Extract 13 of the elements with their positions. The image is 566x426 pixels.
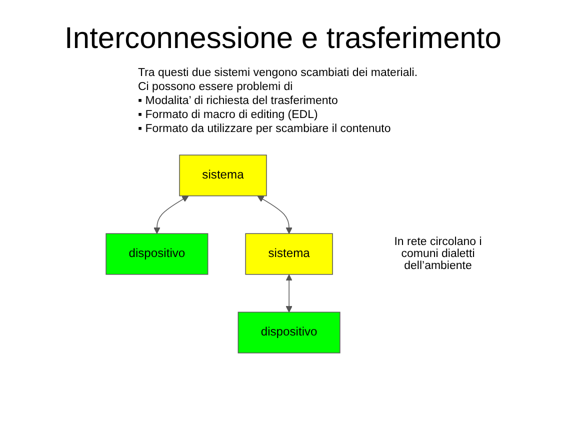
slide-title: Interconnessione e trasferimento [64,22,502,56]
arrow [286,274,292,312]
bullet-item: ▪ Modalita’ di richiesta del trasferimento [138,94,339,108]
node-box: dispositivo [106,232,208,274]
node-box: dispositivo [238,311,340,353]
note-text: In rete circolano i comuni dialetti dell’ambiente [393,236,483,272]
intro-text: Tra questi due sistemi vengono scambiati dei materiali. Ci possono essere problemi di [138,66,419,94]
arrow [257,195,292,234]
arrow [154,195,189,234]
bullet-item: ▪ Formato di macro di editing (EDL) [138,108,319,122]
node-box: sistema [245,232,333,274]
node-box: sistema [179,154,267,196]
bullet-item: ▪ Formato da utilizzare per scambiare il contenuto [138,122,392,136]
